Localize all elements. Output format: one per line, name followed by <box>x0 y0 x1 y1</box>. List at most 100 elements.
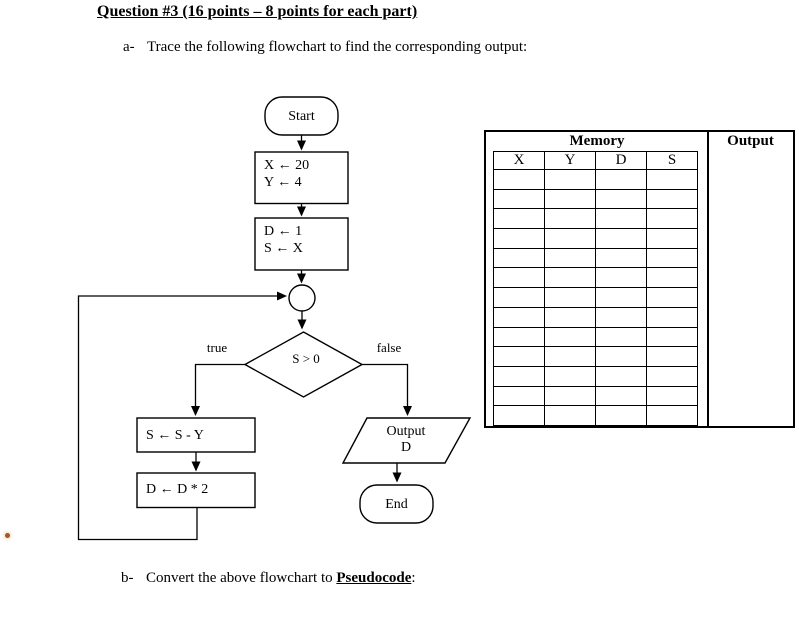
memory-cell <box>595 306 647 328</box>
memory-row <box>493 346 698 367</box>
memory-section-title: Memory <box>569 133 625 149</box>
loop-connector-circle <box>288 284 316 312</box>
memory-cell <box>595 287 647 308</box>
memory-output-table: Memory Output X Y D S <box>484 130 795 428</box>
memory-cell <box>646 306 698 328</box>
memory-cell <box>595 346 647 367</box>
part-b-prompt: Convert the above flowchart to Pseudocod… <box>146 570 416 587</box>
memory-cell <box>595 405 647 426</box>
memory-cell <box>493 385 545 407</box>
loop-box-2-label: D ← D * 2 <box>146 482 209 497</box>
init-box-1-label: X ← 20 Y ← 4 <box>264 158 310 190</box>
init-box-2-label: D ← 1 S ← X <box>264 224 303 256</box>
memory-cell <box>646 169 698 190</box>
memory-row <box>493 228 698 249</box>
memory-grid-header: X Y D S <box>493 151 698 170</box>
memory-cell <box>493 365 545 387</box>
memory-cell <box>646 405 698 426</box>
memory-cell <box>544 405 596 426</box>
memory-cell <box>544 188 596 210</box>
memory-row <box>493 365 698 387</box>
memory-row <box>493 385 698 407</box>
memory-cell <box>493 208 545 230</box>
memory-row <box>493 247 698 269</box>
memory-cell <box>544 326 596 348</box>
memory-row <box>493 267 698 289</box>
connector-loop-back <box>77 291 287 541</box>
memory-row <box>493 306 698 328</box>
memory-cell <box>493 306 545 328</box>
memory-row <box>493 405 698 426</box>
memory-row <box>493 287 698 308</box>
memory-cell <box>595 267 647 289</box>
start-label: Start <box>288 108 315 124</box>
memory-cell <box>493 267 545 289</box>
part-b-prefix: Convert the above flowchart to <box>146 570 337 586</box>
output-label: Output D <box>386 424 426 455</box>
memory-cell <box>646 208 698 230</box>
memory-cell <box>646 188 698 210</box>
memory-cell <box>493 346 545 367</box>
memory-cell <box>544 306 596 328</box>
memory-grid: X Y D S <box>493 151 698 426</box>
memory-cell <box>595 385 647 407</box>
memory-cell <box>646 385 698 407</box>
memory-cell <box>493 228 545 249</box>
memory-cell <box>646 247 698 269</box>
connector-false-branch <box>362 363 412 416</box>
memory-row <box>493 208 698 230</box>
memory-row <box>493 169 698 190</box>
memory-cell <box>493 405 545 426</box>
memory-cell <box>493 169 545 190</box>
memory-cell <box>646 365 698 387</box>
memory-cell <box>646 228 698 249</box>
memory-cell <box>544 385 596 407</box>
memory-cell <box>595 247 647 269</box>
memory-output-divider <box>707 130 709 428</box>
memory-col-header-d: D <box>595 151 647 170</box>
memory-cell <box>493 287 545 308</box>
part-b-suffix: : <box>411 570 416 586</box>
memory-cell <box>493 247 545 269</box>
memory-cell <box>595 169 647 190</box>
part-a-marker: a- <box>123 39 135 55</box>
memory-col-header-y: Y <box>544 151 596 170</box>
memory-cell <box>646 326 698 348</box>
memory-cell <box>544 247 596 269</box>
memory-cell <box>595 365 647 387</box>
memory-cell <box>544 346 596 367</box>
end-label: End <box>385 496 408 512</box>
branch-false-label: false <box>376 340 402 355</box>
memory-col-header-s: S <box>646 151 698 170</box>
memory-grid-body <box>493 169 698 426</box>
memory-cell <box>646 287 698 308</box>
memory-cell <box>544 287 596 308</box>
loop-box-1-label: S ← S - Y <box>146 428 204 443</box>
memory-cell <box>544 169 596 190</box>
memory-cell <box>595 188 647 210</box>
memory-col-header-x: X <box>493 151 545 170</box>
part-b-keyword: Pseudocode <box>336 570 412 586</box>
memory-header-row: X Y D S <box>493 151 698 170</box>
memory-cell <box>646 346 698 367</box>
stray-dot-artifact <box>5 533 10 538</box>
memory-cell <box>595 228 647 249</box>
memory-cell <box>493 188 545 210</box>
branch-true-label: true <box>206 340 228 355</box>
memory-cell <box>544 228 596 249</box>
output-section-title: Output <box>727 133 774 149</box>
part-a-prompt: Trace the following flowchart to find th… <box>147 39 528 55</box>
memory-cell <box>595 326 647 348</box>
memory-cell <box>544 267 596 289</box>
part-b-marker: b- <box>121 570 134 586</box>
memory-cell <box>595 208 647 230</box>
memory-cell <box>646 267 698 289</box>
decision-label: S > 0 <box>292 351 320 366</box>
question-title: Question #3 (16 points – 8 points for ea… <box>97 3 418 20</box>
memory-row <box>493 188 698 210</box>
memory-row <box>493 326 698 348</box>
memory-cell <box>544 208 596 230</box>
memory-cell <box>493 326 545 348</box>
connector-true-branch <box>191 363 245 416</box>
